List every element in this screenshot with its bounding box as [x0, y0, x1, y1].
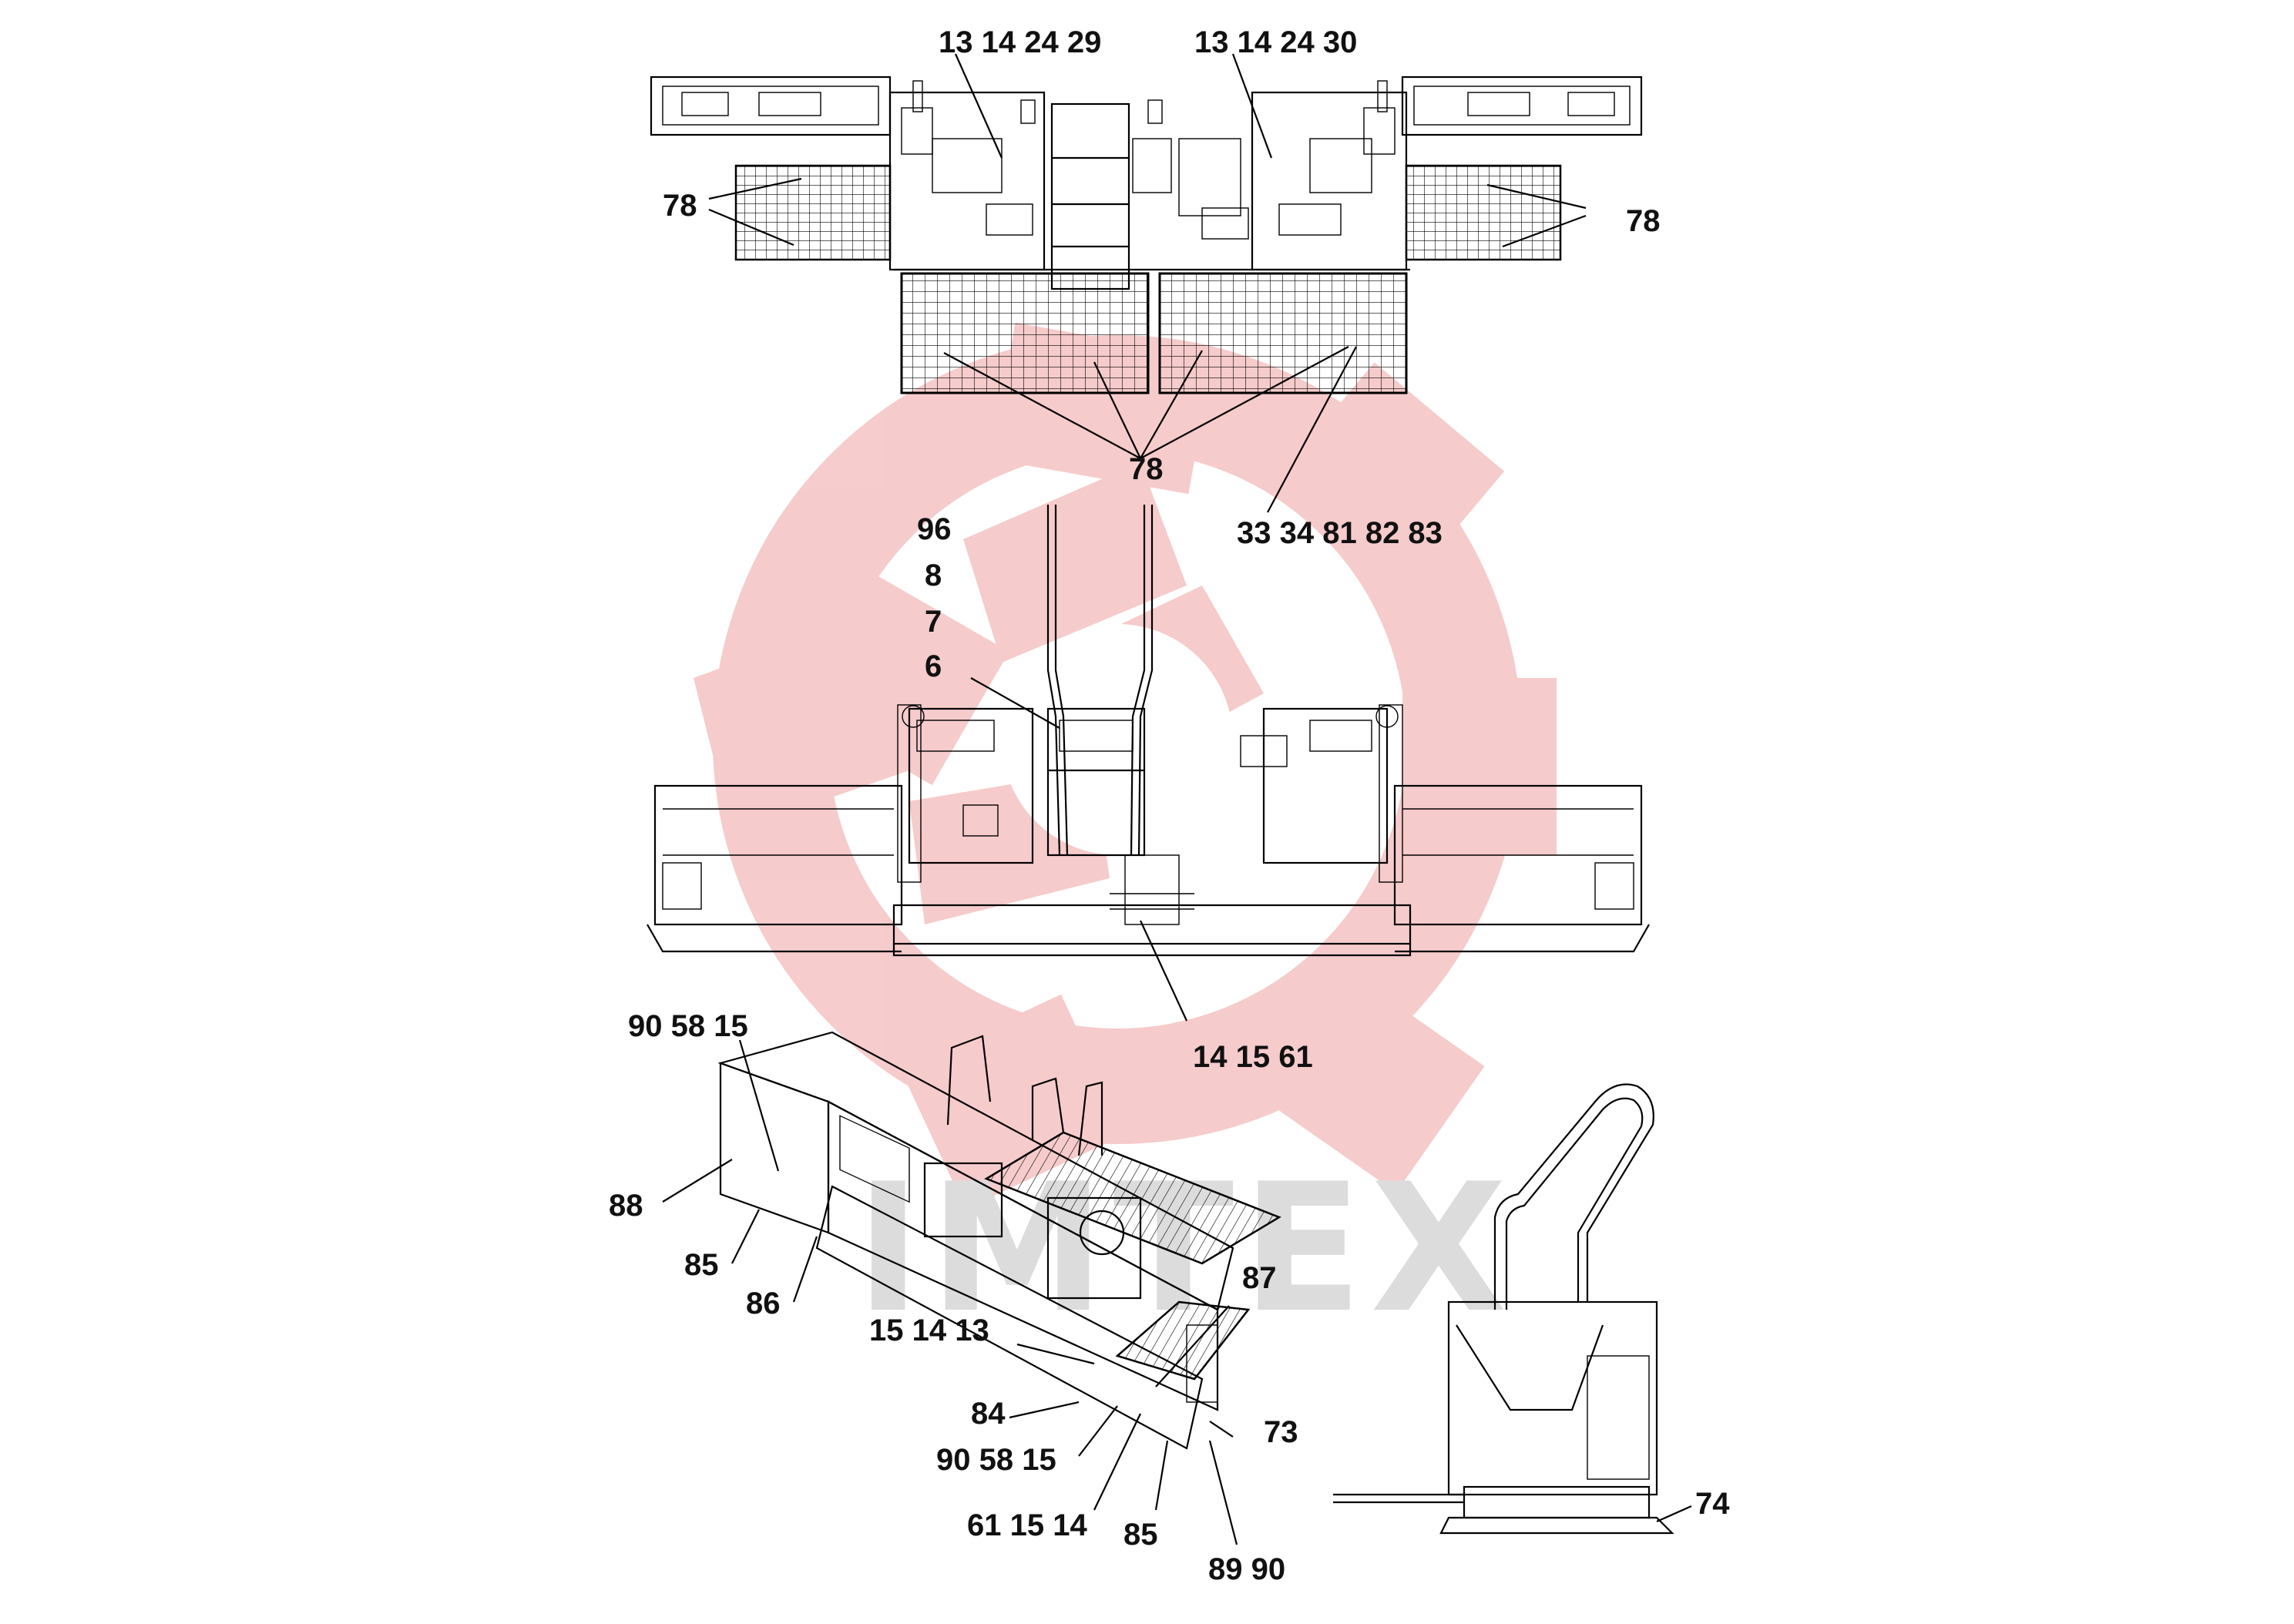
- callout-13-14-24-30: 13 14 24 30: [1194, 25, 1357, 59]
- callout-15-14-13: 15 14 13: [869, 1314, 989, 1347]
- callout-78-right: 78: [1626, 204, 1661, 238]
- isometric-view-leaders: [662, 1039, 1238, 1545]
- callout-90-58-15-top: 90 58 15: [628, 1009, 748, 1043]
- callout-73: 73: [1264, 1415, 1298, 1449]
- callout-87: 87: [1242, 1261, 1277, 1295]
- callout-33-34-81-82-83: 33 34 81 82 83: [1237, 516, 1443, 550]
- side-view-callouts: 74: [1695, 1487, 1730, 1521]
- side-view-drawing: [1333, 1083, 1674, 1535]
- callout-90-58-15-bottom: 90 58 15: [936, 1443, 1056, 1477]
- callout-61-15-14: 61 15 14: [967, 1508, 1087, 1542]
- callout-85-left: 85: [684, 1248, 719, 1282]
- top-view-leaders: [708, 53, 1587, 513]
- callout-6: 6: [925, 649, 942, 683]
- isometric-view-drawing: [717, 1031, 1281, 1450]
- callout-85-bottom: 85: [1123, 1518, 1158, 1552]
- side-view-leaders: [1656, 1505, 1692, 1523]
- top-view-drawing: [650, 75, 1643, 394]
- front-view-drawing: [647, 505, 1650, 957]
- callout-8: 8: [925, 559, 942, 592]
- top-view-callouts: 13 14 24 29 13 14 24 30 78 78 78 33 34 8…: [663, 25, 1661, 550]
- callout-13-14-24-29: 13 14 24 29: [939, 25, 1101, 59]
- front-view-callouts: 96 8 7 6 14 15 61: [917, 512, 1313, 1074]
- callout-78-bottom: 78: [1129, 452, 1164, 486]
- callout-14-15-61: 14 15 61: [1193, 1040, 1313, 1074]
- callout-7: 7: [925, 605, 942, 639]
- callout-84: 84: [971, 1397, 1006, 1431]
- callout-88: 88: [609, 1189, 643, 1223]
- callout-96: 96: [917, 512, 952, 546]
- gear-watermark-icon: [694, 322, 1557, 1210]
- callout-89-90: 89 90: [1208, 1552, 1285, 1586]
- callout-86: 86: [746, 1287, 781, 1320]
- callout-78-left: 78: [663, 189, 697, 223]
- callout-74: 74: [1695, 1487, 1730, 1521]
- front-view-leaders: [970, 677, 1187, 1022]
- isometric-view-callouts: 90 58 15 88 85 86 87 15 14 13 84 90 58 1…: [609, 1009, 1298, 1586]
